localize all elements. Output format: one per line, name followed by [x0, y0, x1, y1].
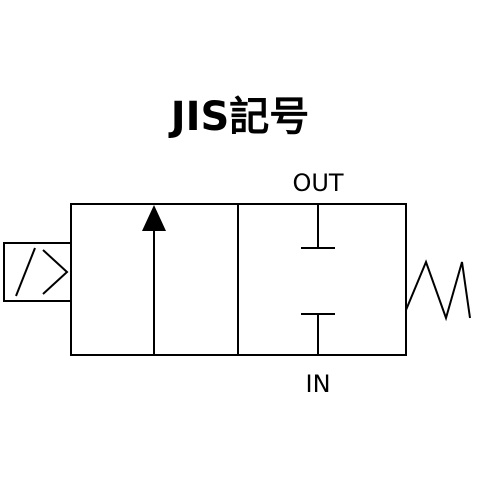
spring-return	[405, 259, 471, 322]
solenoid-actuator	[3, 242, 72, 302]
solenoid-chevron	[42, 249, 69, 295]
valve-body	[70, 203, 407, 356]
port-label-out: OUT	[292, 169, 343, 197]
solenoid-box	[3, 242, 72, 302]
diagram-title: JIS記号	[168, 94, 310, 140]
port-label-in: IN	[305, 370, 330, 398]
solenoid-coil-line	[15, 247, 36, 297]
flow-arrowhead	[142, 205, 166, 231]
blocked-ports-envelope	[301, 204, 335, 355]
flow-path-envelope	[142, 205, 166, 355]
